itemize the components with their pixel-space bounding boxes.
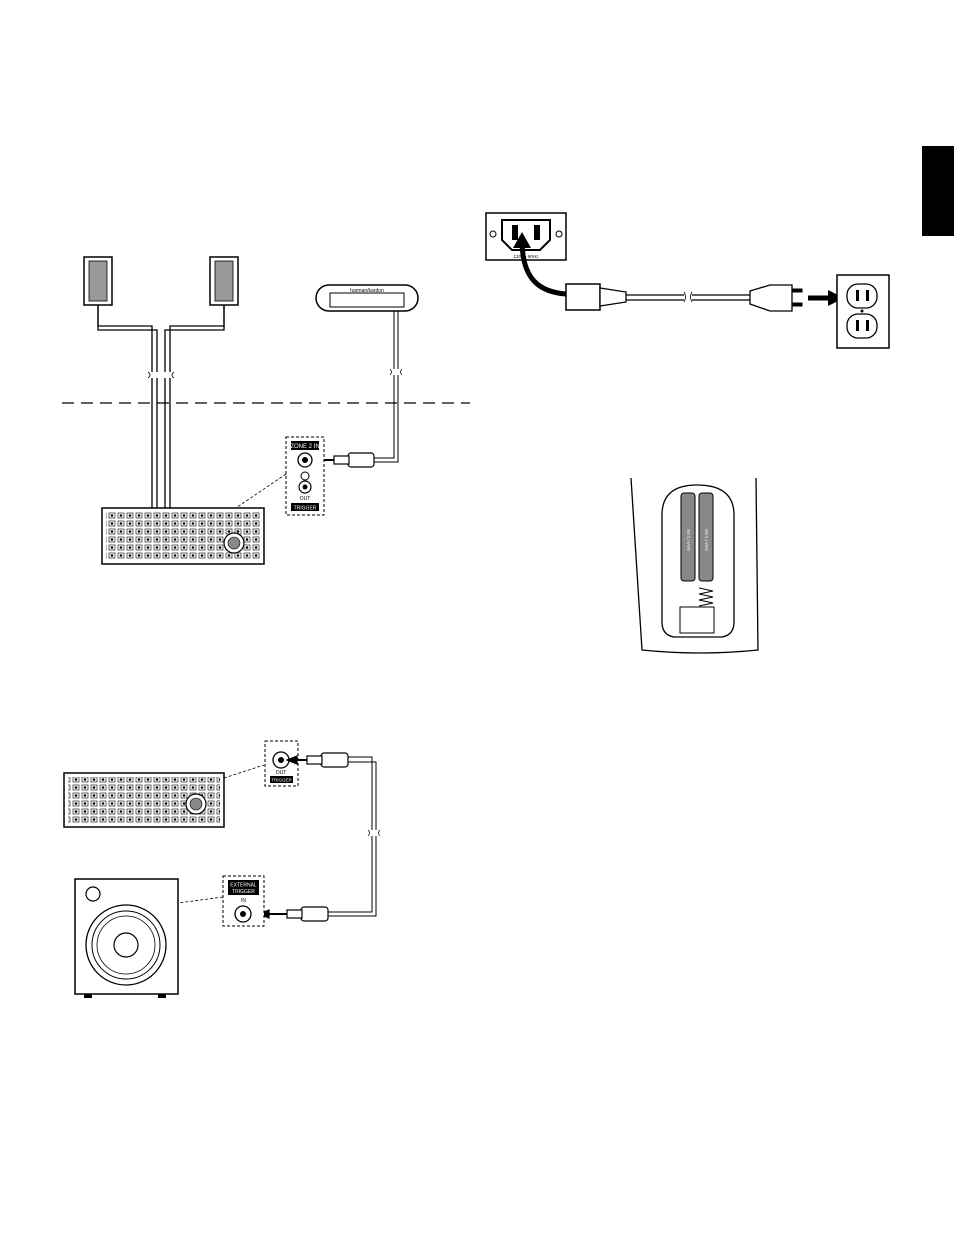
zone2-panel-out: OUT: [300, 496, 311, 502]
receiver-trigger-panel: OUT TRIGGER: [265, 741, 298, 786]
subwoofer: [75, 879, 178, 998]
subwoofer-trigger-panel: EXTERNAL TRIGGER IN: [223, 876, 264, 926]
battery-right: AAA / 1.5V: [699, 493, 713, 581]
trigger-cable: [327, 757, 376, 916]
power-diagram: 120V~ 60Hz: [486, 213, 889, 348]
zone2-keypad: harman/kardon: [316, 285, 418, 311]
keypad-brand: harman/kardon: [350, 288, 384, 294]
wall-outlet: [837, 275, 889, 348]
keypad-cable: [373, 311, 398, 462]
receiver-rear-panel-top: [102, 508, 264, 564]
ac-inlet-panel: 120V~ 60Hz: [486, 213, 566, 260]
speaker-wires: [98, 305, 224, 512]
trigger-in-plug: [259, 907, 328, 921]
trigger-panel-footer: TRIGGER: [271, 778, 292, 783]
battery-label-right: AAA / 1.5V: [704, 529, 709, 551]
zone2-trigger-panel: ZONE 2 IN OUT TRIGGER: [286, 437, 324, 515]
battery-left: AAA / 1.5V: [681, 493, 695, 581]
sub-panel-title-line2: TRIGGER: [232, 889, 255, 895]
zone2-diagram: harman/kardon ZONE 2 IN: [62, 257, 470, 564]
sub-panel-title-line1: EXTERNAL: [230, 883, 257, 889]
right-speaker: [210, 257, 238, 305]
subwoofer-trigger-diagram: OUT TRIGGER: [64, 741, 380, 998]
zone2-panel-footer: TRIGGER: [294, 506, 317, 512]
remote-battery-diagram: AAA / 1.5V AAA / 1.5V: [631, 478, 758, 653]
language-section-tab: [922, 146, 954, 236]
left-speaker: [84, 257, 112, 305]
power-cord: [566, 284, 802, 311]
zone2-panel-title: ZONE 2 IN: [290, 444, 319, 450]
battery-label-left: AAA / 1.5V: [686, 529, 691, 551]
inlet-label: 120V~ 60Hz: [514, 254, 540, 259]
receiver-rear-panel-bottom: [64, 773, 224, 827]
sub-panel-in: IN: [241, 898, 246, 904]
trigger-out-label: OUT: [276, 770, 287, 776]
